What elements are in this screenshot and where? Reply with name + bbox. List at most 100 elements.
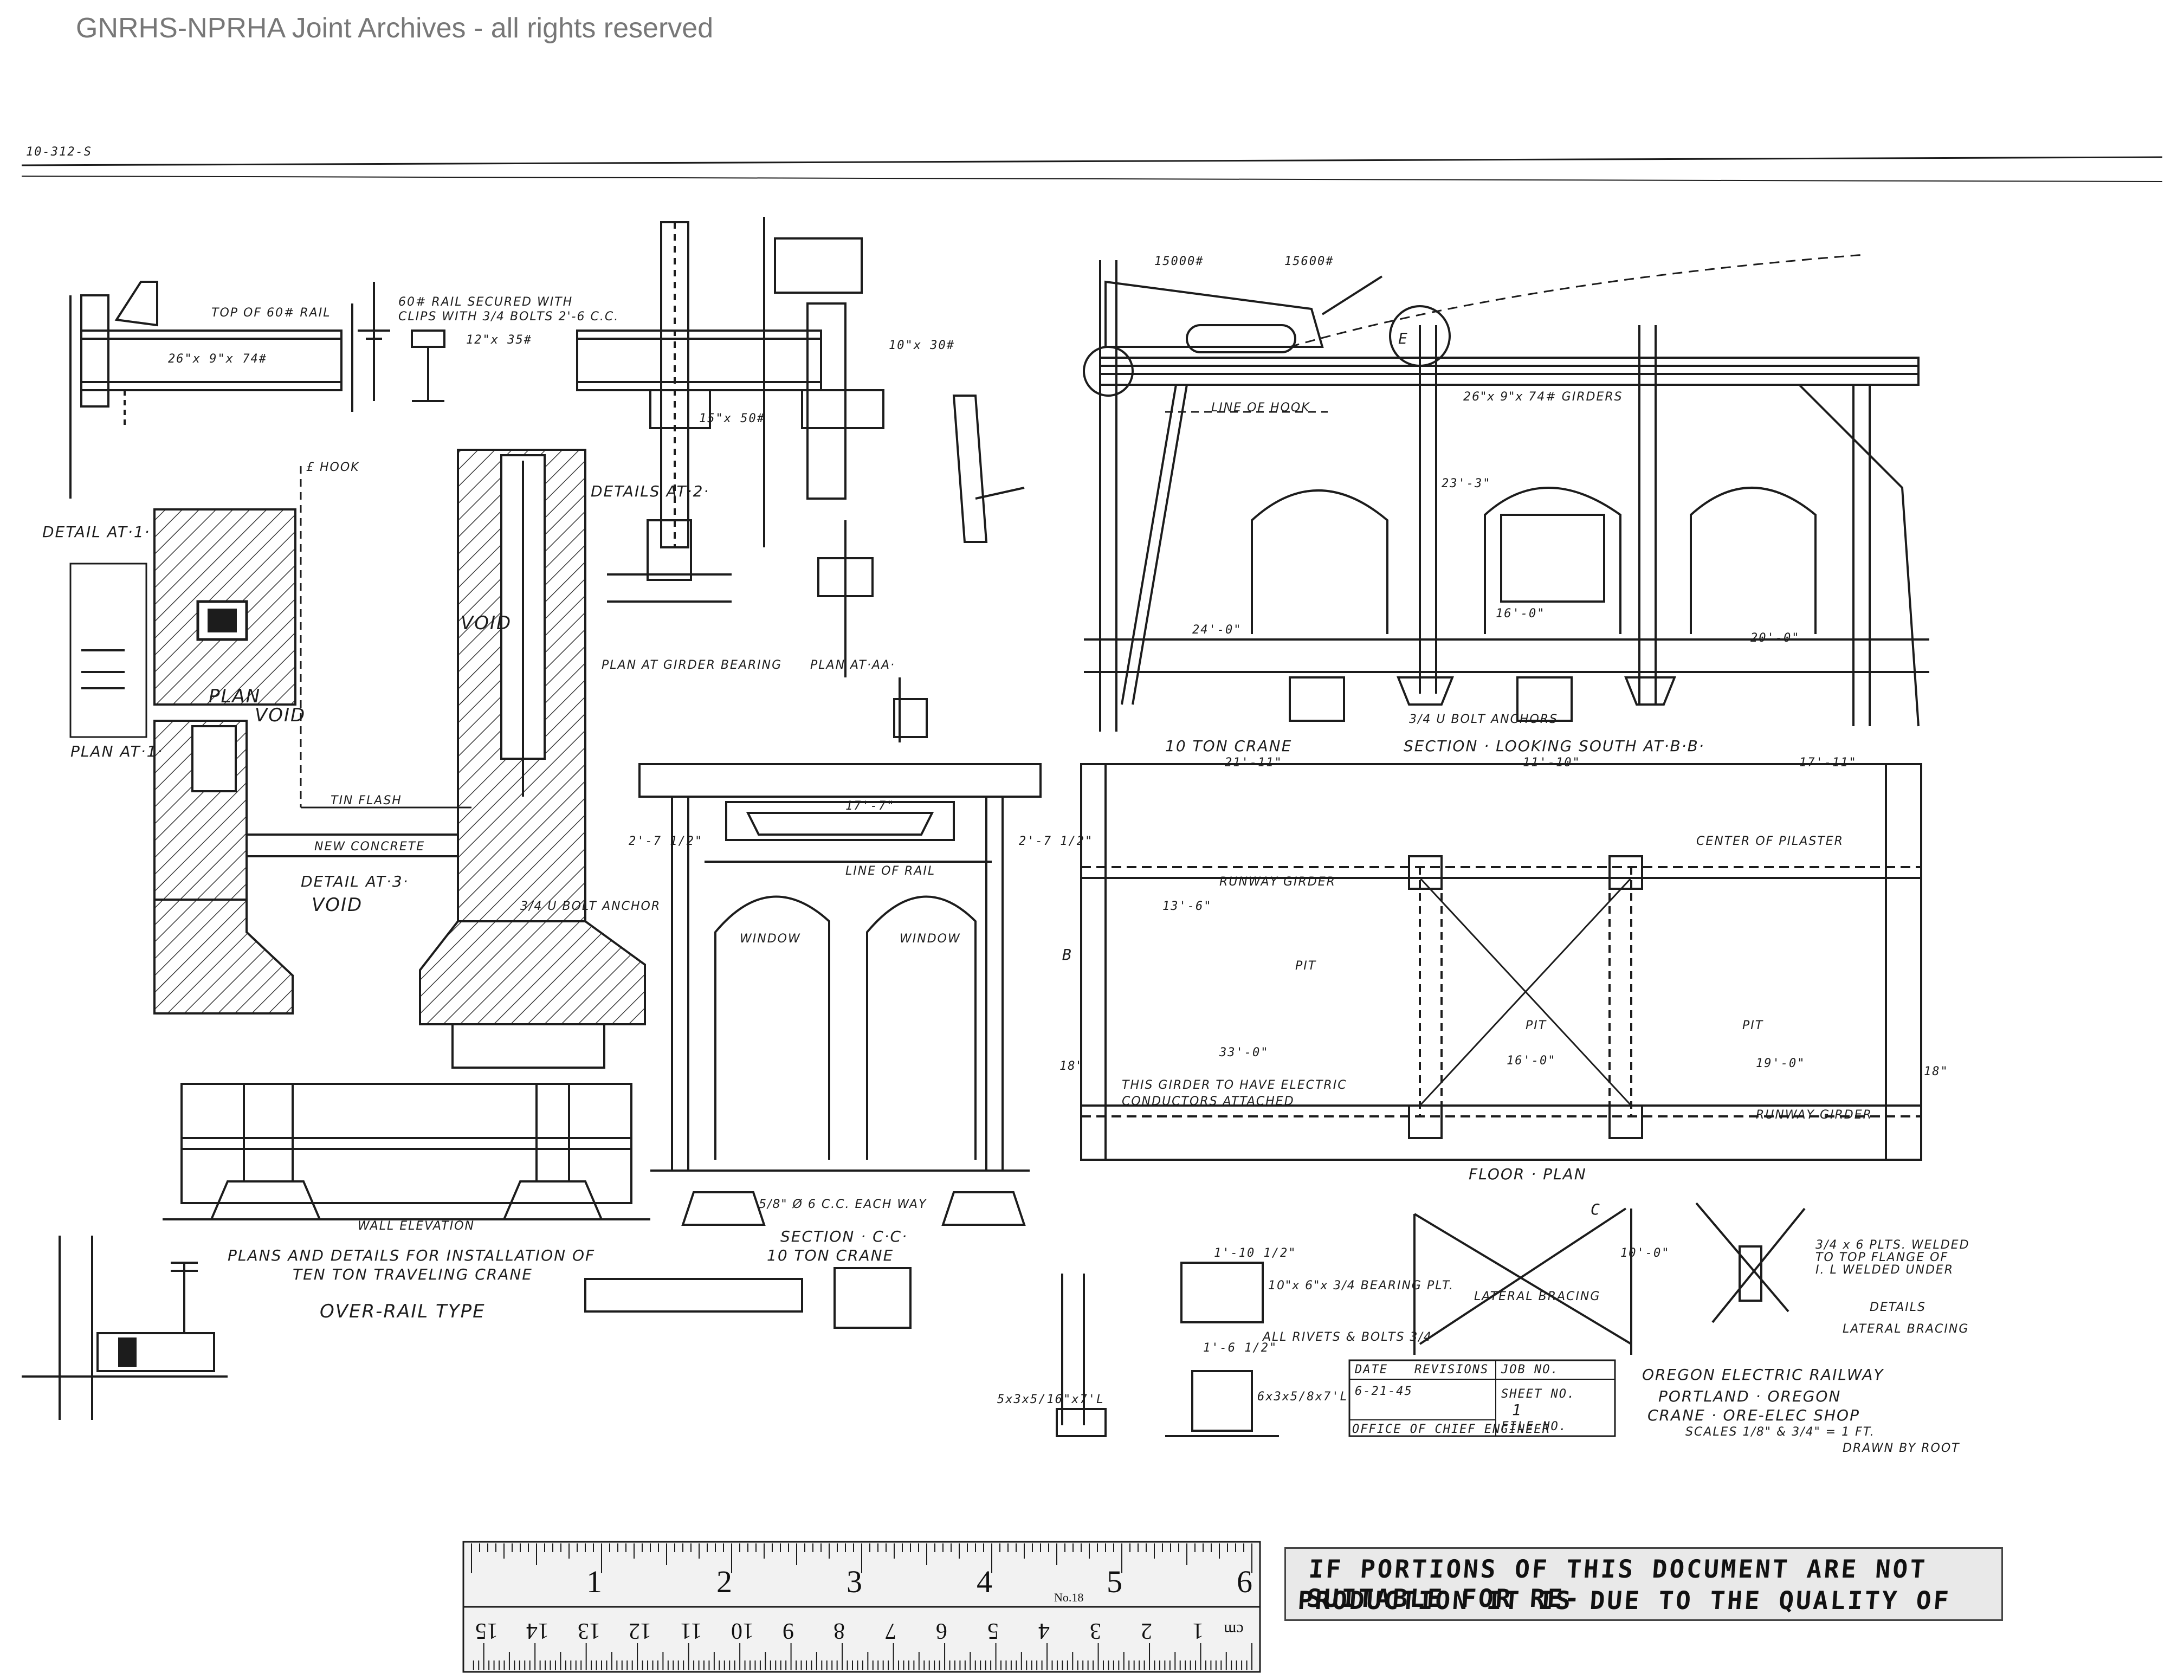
dim-10-0: 10'-0" — [1620, 1246, 1670, 1260]
section-bb — [1083, 254, 1929, 732]
ruler-cm-label: 8 — [833, 1618, 845, 1643]
detail-1-girder — [69, 281, 353, 499]
label-conductors-2: CONDUCTORS ATTACHED — [1122, 1095, 1295, 1108]
ruler-cm-label: 10 — [731, 1618, 754, 1643]
plan-title-line3: OVER-RAIL TYPE — [320, 1301, 486, 1322]
dim-17-11: 17'-11" — [1799, 756, 1857, 770]
ruler-cm-label: 11 — [680, 1618, 702, 1643]
label-girders: 26"x 9"x 74# GIRDERS — [1463, 390, 1623, 404]
label-plts-welded-2: TO TOP FLANGE OF — [1815, 1251, 1949, 1264]
drawing-number: 10-312-S — [26, 145, 92, 159]
label-bearing-plate: 10"x 6"x 3/4 BEARING PLT. — [1268, 1279, 1454, 1293]
notice-line-2: PRODUCTION IT IS DUE TO THE QUALITY OF T… — [1295, 1586, 1952, 1619]
label-details-2: DETAILS AT·2· — [591, 482, 710, 500]
label-conductors-1: THIS GIRDER TO HAVE ELECTRIC — [1122, 1078, 1347, 1092]
ruler-cm-label: 13 — [577, 1618, 600, 1643]
label-wall-elevation: WALL ELEVATION — [358, 1219, 475, 1233]
label-pit-1: PIT — [1295, 959, 1317, 973]
label-plts-welded-1: 3/4 x 6 PLTS. WELDED — [1815, 1238, 1970, 1252]
label-details-lateral-2: LATERAL BRACING — [1843, 1322, 1969, 1336]
dim-1-6: 1'-6 1/2" — [1203, 1341, 1278, 1355]
ruler-cm-label: 2 — [1141, 1618, 1153, 1643]
label-plan: PLAN — [209, 686, 261, 707]
ruler-cm-label: 6 — [936, 1618, 948, 1643]
dim-13-6: 13'-6" — [1162, 900, 1212, 913]
label-details-lateral: DETAILS — [1870, 1301, 1927, 1314]
dim-beam-3: 15"x 50# — [699, 412, 765, 425]
label-void-b: VOID — [461, 612, 512, 634]
archive-watermark: GNRHS-NPRHA Joint Archives - all rights … — [76, 12, 714, 44]
rail-clip-detail — [358, 282, 445, 402]
label-rail-secured-2: CLIPS WITH 3/4 BOLTS 2'-6 C.C. — [398, 310, 619, 324]
details-at-2 — [576, 217, 884, 603]
dim-beam-1: 12"x 35# — [466, 333, 532, 347]
dim-2-7b: 2'-7 1/2" — [1019, 835, 1094, 848]
dim-11-10: 11'-10" — [1523, 756, 1581, 770]
label-u-bolt: 3/4 U BOLT ANCHOR — [520, 900, 661, 913]
dim-33-0: 33'-0" — [1219, 1046, 1269, 1059]
label-window-2: WINDOW — [900, 932, 961, 946]
ruler-cm-label: 12 — [629, 1618, 652, 1643]
ruler-cm-label: 15 — [475, 1618, 498, 1643]
plan-title-line2: TEN TON TRAVELING CRANE — [293, 1265, 533, 1283]
reproduction-notice: IF PORTIONS OF THIS DOCUMENT ARE NOT SUI… — [1284, 1547, 2003, 1621]
tb-date-label: DATE — [1355, 1363, 1388, 1377]
label-void-a: VOID — [255, 705, 306, 726]
label-runway-girder-1: RUNWAY GIRDER — [1219, 875, 1336, 889]
dim-angle-2: 6x3x5/8x7'L — [1257, 1390, 1348, 1404]
label-u-bolt-anchors: 3/4 U BOLT ANCHORS — [1409, 713, 1559, 726]
label-window-1: WINDOW — [740, 932, 801, 946]
label-detail-1: DETAIL AT·1· — [42, 523, 151, 541]
label-floor-plan: FLOOR · PLAN — [1469, 1165, 1587, 1183]
dim-girder-beam: 26"x 9"x 74# — [168, 352, 267, 366]
label-new-concrete: NEW CONCRETE — [314, 840, 425, 854]
label-all-rivets: ALL RIVETS & BOLTS 3/4 — [1263, 1330, 1432, 1344]
label-ten-ton-crane: 10 TON CRANE — [1165, 737, 1293, 755]
dim-2-7a: 2'-7 1/2" — [629, 835, 703, 848]
ruler-cm-label: 1 — [1192, 1618, 1204, 1643]
ruler-cm-label: 4 — [1038, 1618, 1050, 1643]
dim-18b: 18" — [1924, 1065, 1949, 1078]
dim-19-0: 19'-0" — [1756, 1057, 1806, 1070]
label-pit-2: PIT — [1526, 1019, 1547, 1032]
tb-job-no-label: JOB NO. — [1501, 1363, 1559, 1377]
ruler-cm-label: 7 — [884, 1618, 896, 1643]
dim-21-11: 21'-11" — [1225, 756, 1283, 770]
dim-1-10: 1'-10 1/2" — [1214, 1246, 1297, 1260]
marker-c: C — [1591, 1200, 1601, 1218]
tb-revisions-label: REVISIONS — [1414, 1363, 1489, 1377]
marker-b: B — [1062, 946, 1072, 964]
tb-scale: SCALES 1/8" & 3/4" = 1 FT. — [1685, 1425, 1875, 1439]
floor-plan — [1080, 763, 1922, 1161]
ruler-inch-label: 2 — [716, 1564, 732, 1599]
plan-title-line1: PLANS AND DETAILS FOR INSTALLATION OF — [228, 1246, 596, 1264]
label-detail-3: DETAIL AT·3· — [301, 873, 409, 890]
label-plan-girder: PLAN AT GIRDER BEARING — [602, 658, 783, 672]
ruler-inch-label: 4 — [977, 1564, 992, 1599]
dim-16-0a: 16'-0" — [1496, 607, 1546, 621]
brace-aa — [817, 395, 1025, 742]
section-cc — [638, 763, 1042, 1226]
label-lateral-bracing: LATERAL BRACING — [1474, 1290, 1601, 1303]
dim-load-2: 15600# — [1284, 255, 1334, 268]
label-plts-welded-3: I. L WELDED UNDER — [1815, 1263, 1954, 1277]
dim-24: 24'-0" — [1192, 623, 1242, 637]
dim-23-3: 23'-3" — [1442, 477, 1491, 490]
detail-3-wall-section — [153, 449, 646, 1069]
ruler-inch-label: 1 — [586, 1564, 602, 1599]
dim-beam-2: 10"x 30# — [889, 339, 955, 352]
ruler-inch-label: 3 — [847, 1564, 862, 1599]
ruler-cm-label: 5 — [987, 1618, 999, 1643]
label-rail-secured-1: 60# RAIL SECURED WITH — [398, 295, 573, 309]
label-center-pilaster: CENTER OF PILASTER — [1696, 835, 1844, 848]
ruler-cm-unit: cm — [1224, 1621, 1244, 1639]
dim-16-0b: 16'-0" — [1507, 1054, 1556, 1068]
ruler-cm-label: 9 — [782, 1618, 794, 1643]
dim-angle-1: 5x3x5/16"x7'L — [997, 1393, 1105, 1406]
label-top-of-rail: TOP OF 60# RAIL — [211, 306, 331, 320]
title-block-frame — [1348, 1359, 1616, 1437]
label-tin-flash: TIN FLASH — [331, 794, 402, 807]
dim-20: 20'-0" — [1750, 631, 1800, 645]
